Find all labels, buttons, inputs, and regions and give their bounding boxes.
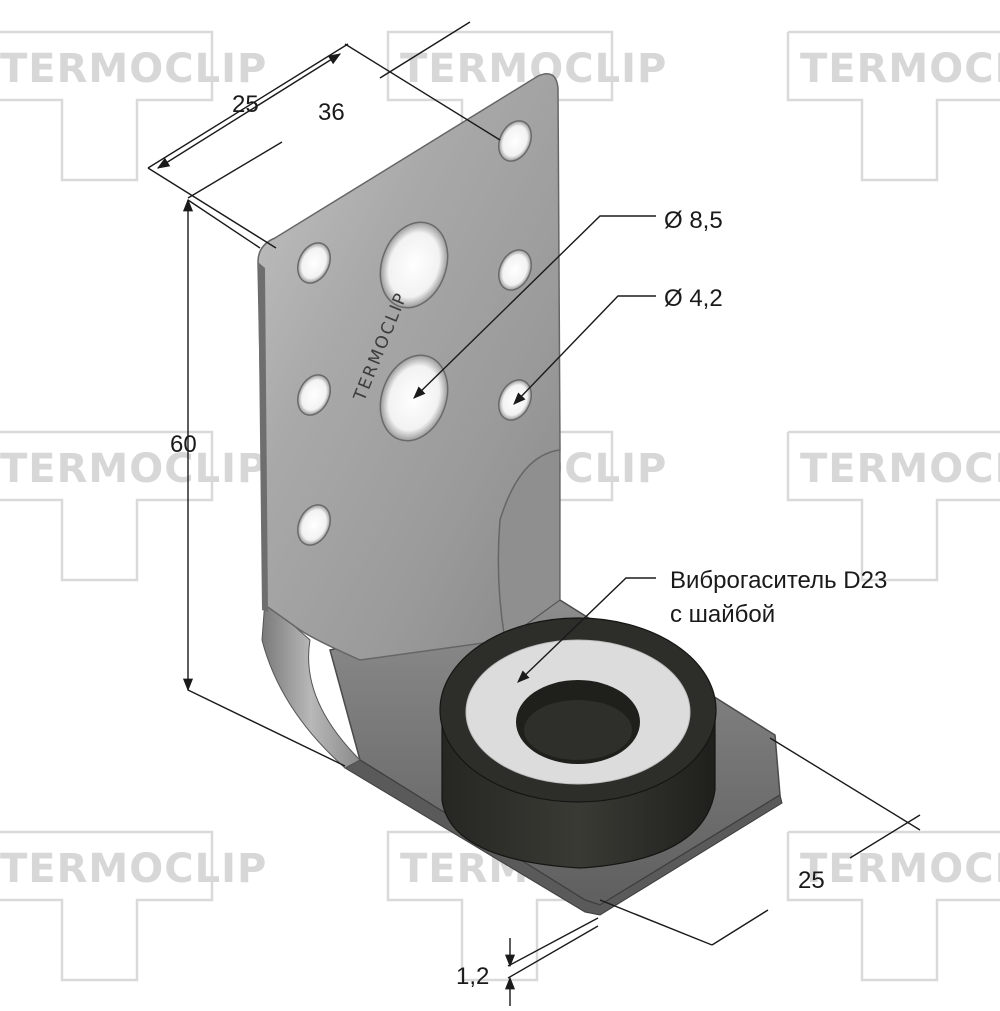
- extension-line: [147, 167, 277, 249]
- watermark-logo: TERMOCLIP: [0, 430, 267, 582]
- watermark-text: TERMOCLIP: [800, 46, 1000, 92]
- dimension-line-36: [379, 21, 471, 79]
- damper-bore-inner: [524, 700, 632, 760]
- dimension-line-25-base: [711, 909, 769, 946]
- watermark-logo: TERMOCLIP: [786, 430, 1000, 582]
- watermark-text: TERMOCLIP: [0, 846, 267, 892]
- dimension-label-width-25: 25: [232, 91, 259, 118]
- leader-hole-large: [413, 215, 656, 399]
- dimension-label-height-60: 60: [170, 431, 197, 458]
- extension-line: [769, 737, 921, 831]
- watermark-group: TERMOCLIP TERMOCLIP TERMOCLIP TERMOCLIP …: [0, 30, 1000, 982]
- dimension-arrow: [156, 53, 342, 169]
- leader-hole-small: [513, 295, 656, 405]
- hole-small: [498, 249, 532, 291]
- watermark-logo: TERMOCLIP: [786, 30, 1000, 182]
- dimension-label-width-36: 36: [318, 99, 345, 126]
- bracket-plate-edge: [258, 262, 268, 612]
- watermark-logo: TERMOCLIP: [0, 830, 267, 982]
- extension-line: [187, 199, 261, 249]
- bracket-base-edge: [343, 759, 783, 916]
- hole-small: [297, 374, 331, 416]
- callout-leaders: [413, 215, 656, 683]
- watermark-logo: TERMOCLIP: [0, 30, 267, 182]
- extension-line: [599, 899, 713, 946]
- callout-hole-small: Ø 4,2: [664, 285, 723, 312]
- callout-damper-line1: Виброгаситель D23: [670, 567, 887, 594]
- callout-hole-large: Ø 8,5: [664, 207, 723, 234]
- dimension-label-thickness: 1,2: [456, 963, 489, 990]
- dimension-line-36: [187, 141, 283, 199]
- watermark-logo: TERMOCLIP: [786, 830, 1000, 982]
- extension-line: [344, 43, 501, 141]
- hole-large: [379, 221, 449, 309]
- extension-line: [507, 917, 599, 967]
- extension-line: [187, 689, 346, 767]
- bracket-bend: [261, 598, 361, 769]
- callout-damper-line2: с шайбой: [670, 601, 775, 628]
- watermark-text: TERMOCLIP: [0, 446, 267, 492]
- dimension-lines: [147, 21, 921, 1006]
- dimension-line-25-base: [849, 814, 921, 859]
- watermark-text: TERMOCLIP: [800, 846, 1000, 892]
- vibration-damper: [439, 617, 717, 869]
- extension-line: [507, 925, 599, 979]
- watermark-text: TERMOCLIP: [0, 46, 267, 92]
- hole-small: [297, 504, 331, 546]
- leader-damper: [517, 577, 656, 683]
- hole-small: [297, 242, 331, 284]
- dimension-label-base-25: 25: [798, 867, 825, 894]
- watermark-text: TERMOCLIP: [800, 446, 1000, 492]
- hole-small: [498, 120, 532, 162]
